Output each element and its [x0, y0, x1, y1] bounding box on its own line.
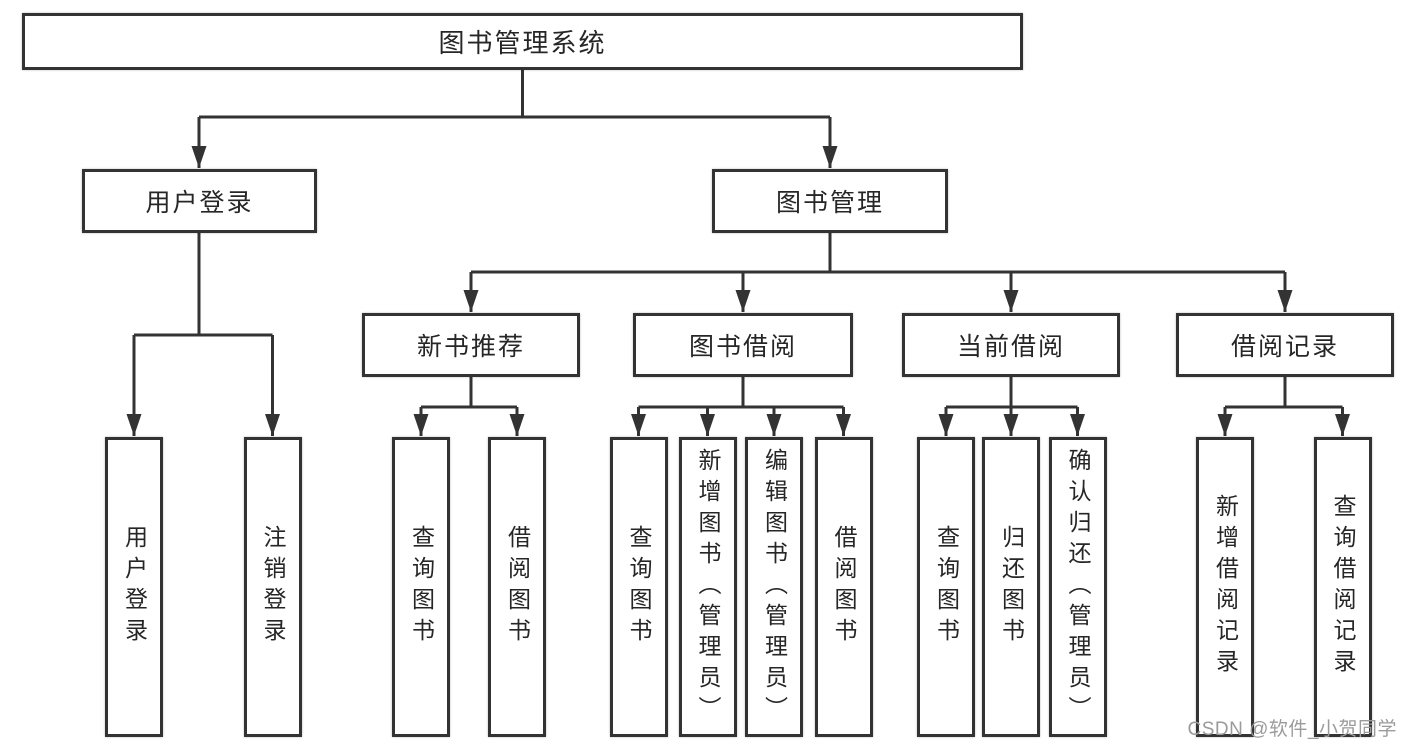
- node-leaf-add-borrow-record: 新增借阅记录: [1196, 437, 1254, 737]
- node-label: 当前借阅: [956, 333, 1065, 361]
- node-label: 借阅记录: [1230, 333, 1339, 361]
- node-label: 图书借阅: [688, 333, 797, 361]
- node-leaf-edit-books-admin: 编辑图书（管理员）: [745, 437, 803, 737]
- node-label: 借阅图书: [831, 525, 857, 649]
- node-label: 新增借阅记录: [1212, 494, 1239, 680]
- node-current-borrowing: 当前借阅: [902, 313, 1120, 377]
- node-book-borrowing: 图书借阅: [633, 313, 853, 377]
- node-label: 图书管理系统: [438, 28, 607, 58]
- node-label: 注销登录: [260, 525, 286, 649]
- node-book-management: 图书管理: [712, 169, 948, 233]
- csdn-watermark: CSDN @软件_小贺同学: [1187, 719, 1397, 740]
- node-label: 图书管理: [775, 189, 884, 217]
- node-library-management-system: 图书管理系统: [22, 13, 1023, 70]
- node-label: 查询图书: [626, 525, 652, 649]
- node-label: 编辑图书（管理员）: [761, 447, 788, 727]
- node-new-book-recommendation: 新书推荐: [362, 313, 580, 377]
- node-label: 查询图书: [408, 525, 435, 649]
- node-user-login: 用户登录: [82, 169, 317, 233]
- node-leaf-confirm-return-admin: 确认归还（管理员）: [1048, 437, 1107, 737]
- node-label: 借阅图书: [504, 525, 531, 649]
- node-leaf-borrow-books-2: 借阅图书: [814, 437, 873, 737]
- node-label: 查询图书: [933, 525, 960, 649]
- node-label: 用户登录: [121, 525, 148, 649]
- node-leaf-user-login: 用户登录: [105, 437, 163, 737]
- node-label: 新增图书（管理员）: [695, 447, 721, 727]
- node-label: 新书推荐: [416, 333, 525, 361]
- node-leaf-borrow-books-1: 借阅图书: [488, 437, 546, 737]
- node-borrowing-records: 借阅记录: [1176, 313, 1394, 377]
- node-leaf-add-books-admin: 新增图书（管理员）: [678, 437, 737, 737]
- node-label: 用户登录: [145, 189, 254, 217]
- node-leaf-logout: 注销登录: [243, 437, 302, 737]
- node-leaf-return-books: 归还图书: [982, 437, 1040, 737]
- node-leaf-search-books-2: 查询图书: [609, 437, 668, 737]
- node-leaf-search-books-3: 查询图书: [917, 437, 975, 737]
- node-label: 查询借阅记录: [1330, 494, 1356, 680]
- node-label: 确认归还（管理员）: [1065, 447, 1091, 727]
- node-label: 归还图书: [998, 525, 1025, 649]
- node-leaf-search-borrow-record: 查询借阅记录: [1313, 437, 1372, 737]
- node-leaf-search-books-1: 查询图书: [392, 437, 450, 737]
